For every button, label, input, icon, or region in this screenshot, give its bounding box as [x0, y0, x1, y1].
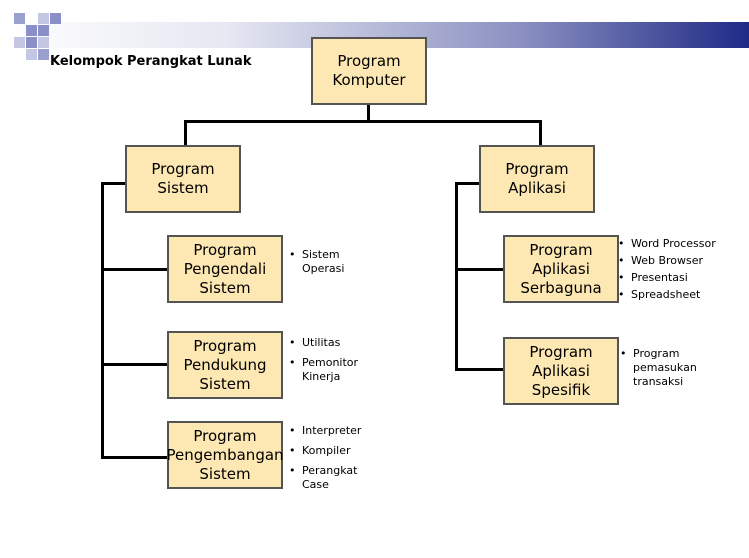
- node-program-sistem: Program Sistem: [125, 145, 241, 213]
- deco-square: [26, 25, 37, 36]
- connector-line: [455, 368, 505, 371]
- node-program-aplikasi-serbaguna: Program Aplikasi Serbaguna: [503, 235, 619, 303]
- bullet-list-serbaguna: Word Processor Web Browser Presentasi Sp…: [618, 237, 746, 305]
- bullet-item: Spreadsheet: [618, 288, 746, 302]
- deco-square: [14, 37, 25, 48]
- bullet-list-pendukung: Utilitas Pemonitor Kinerja: [289, 336, 363, 390]
- bullet-item: Sistem Operasi: [289, 248, 359, 276]
- connector-line: [455, 268, 505, 271]
- deco-square: [26, 49, 37, 60]
- deco-square: [14, 13, 25, 24]
- bullet-item: Word Processor: [618, 237, 746, 251]
- node-program-pengendali-sistem: Program Pengendali Sistem: [167, 235, 283, 303]
- page-title: Kelompok Perangkat Lunak: [50, 54, 252, 69]
- bullet-item: Kompiler: [289, 444, 379, 458]
- connector-line: [101, 363, 169, 366]
- deco-square: [38, 13, 49, 24]
- bullet-list-spesifik: Program pemasukan transaksi: [620, 347, 702, 395]
- bullet-item: Interpreter: [289, 424, 379, 438]
- node-program-aplikasi-spesifik: Program Aplikasi Spesifik: [503, 337, 619, 405]
- bullet-item: Web Browser: [618, 254, 746, 268]
- decorative-squares: [14, 13, 62, 61]
- connector-line: [455, 182, 481, 185]
- node-program-pendukung-sistem: Program Pendukung Sistem: [167, 331, 283, 399]
- bullet-list-pengendali: Sistem Operasi: [289, 248, 359, 282]
- node-program-pengembangan-sistem: Program Pengembangan Sistem: [166, 421, 284, 489]
- deco-square: [38, 37, 49, 48]
- bullet-item: Pemonitor Kinerja: [289, 356, 363, 384]
- bullet-item: Presentasi: [618, 271, 746, 285]
- connector-line: [367, 104, 370, 122]
- bullet-item: Perangkat Case: [289, 464, 364, 492]
- connector-line: [539, 120, 542, 147]
- node-program-aplikasi: Program Aplikasi: [479, 145, 595, 213]
- deco-square: [26, 37, 37, 48]
- bullet-item: Utilitas: [289, 336, 363, 350]
- connector-line: [101, 182, 104, 459]
- connector-line: [184, 120, 541, 123]
- connector-line: [101, 268, 169, 271]
- deco-square: [50, 13, 61, 24]
- bullet-item: Program pemasukan transaksi: [620, 347, 702, 389]
- deco-square: [38, 49, 49, 60]
- deco-square: [38, 25, 49, 36]
- node-program-komputer: Program Komputer: [311, 37, 427, 105]
- connector-line: [455, 182, 458, 371]
- bullet-list-pengembangan: Interpreter Kompiler Perangkat Case: [289, 424, 379, 498]
- connector-line: [101, 182, 127, 185]
- connector-line: [184, 120, 187, 147]
- connector-line: [101, 456, 169, 459]
